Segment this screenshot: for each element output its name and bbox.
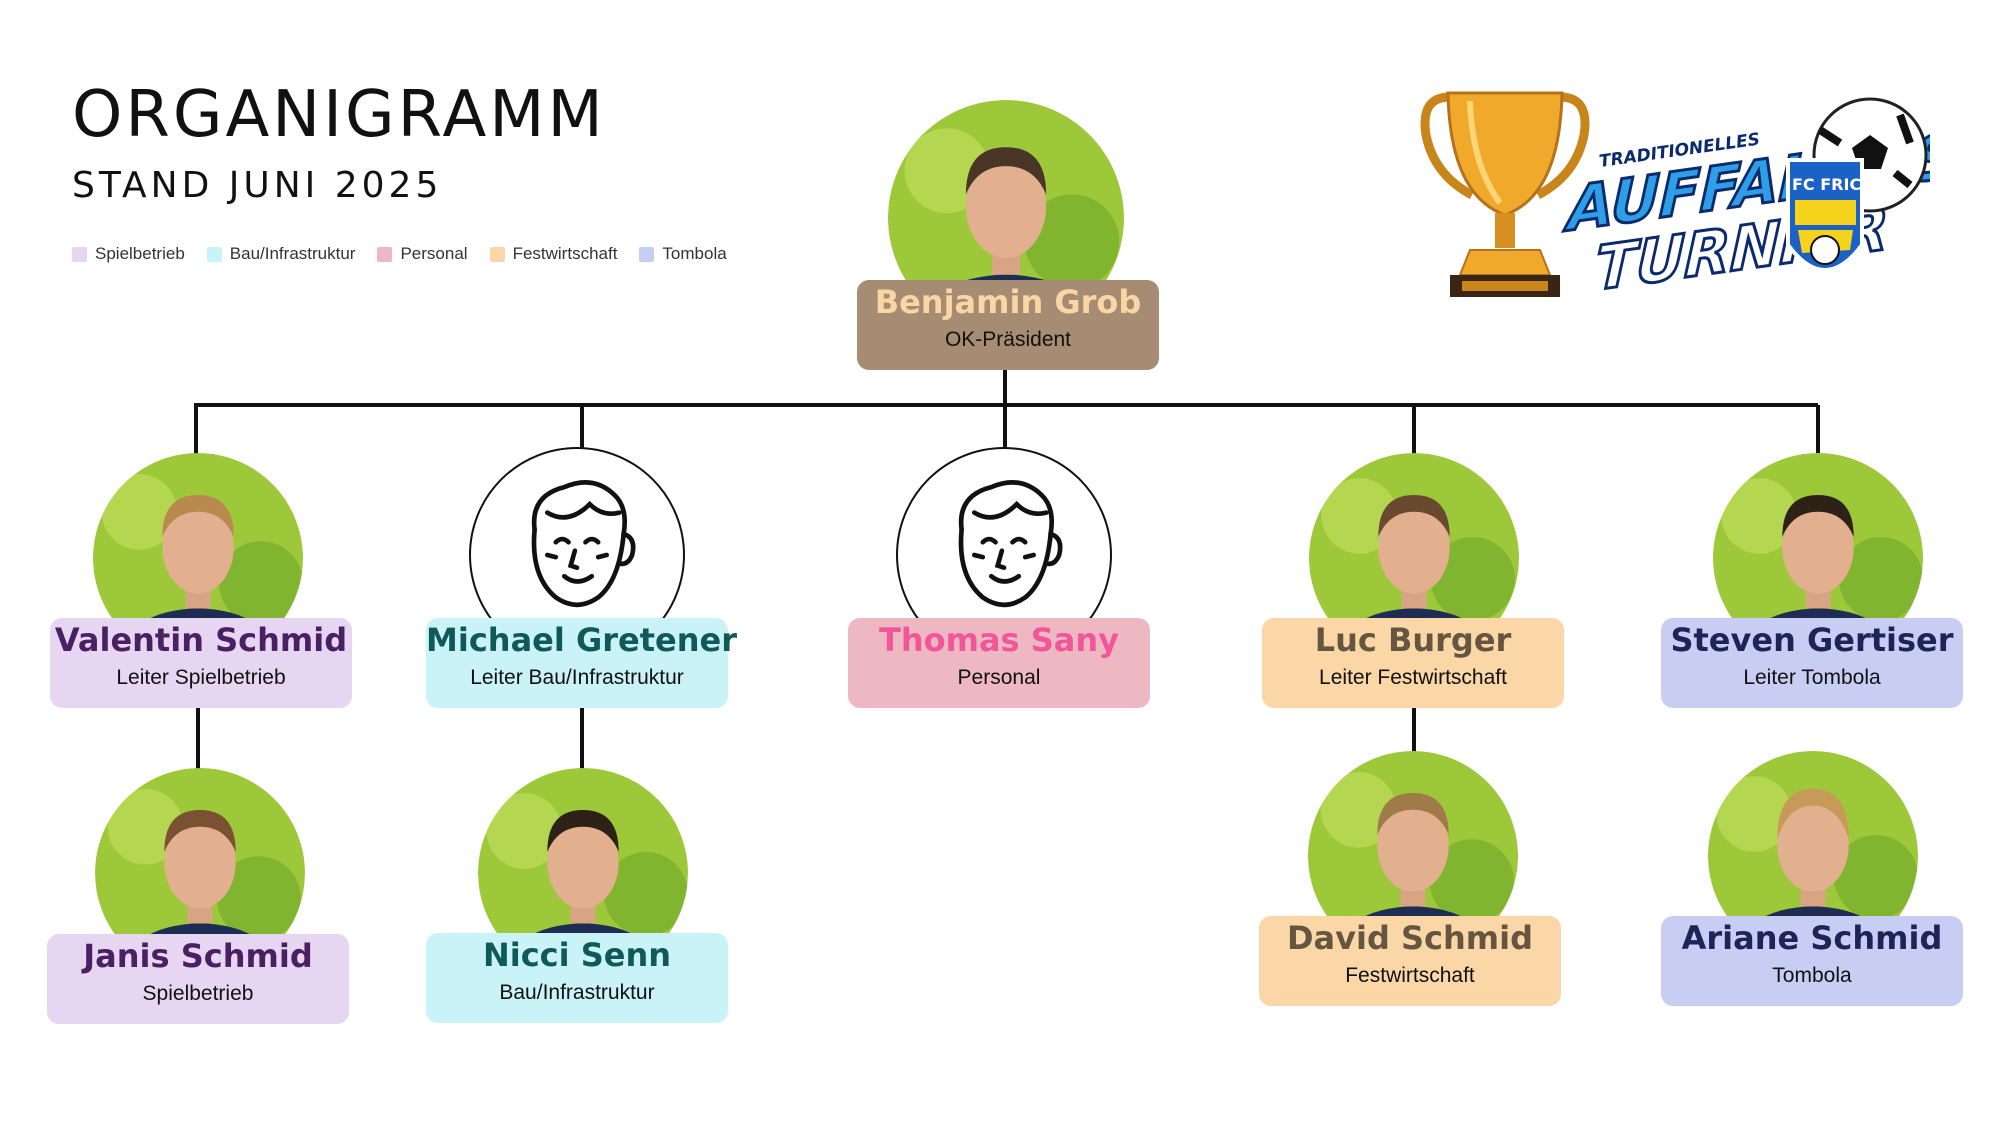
legend-label: Tombola [662,244,727,263]
card-role: Leiter Festwirtschaft [1319,666,1507,689]
card-name: Valentin Schmid [54,621,348,659]
card-name: Michael Gretener [426,621,737,659]
card-role: Leiter Spielbetrieb [116,666,286,689]
legend-label: Festwirtschaft [512,244,618,263]
legend-item-tombola: Tombola [639,244,727,264]
card-nicci-senn: Nicci Senn Bau/Infrastruktur [426,933,728,1023]
legend-swatch [72,246,87,262]
card-role: OK-Präsident [944,328,1072,351]
card-role: Spielbetrieb [142,982,254,1005]
legend-swatch [206,246,222,262]
card-name: Steven Gertiser [1670,621,1954,659]
legend: Spielbetrieb Bau/Infrastruktur Personal … [72,244,727,264]
legend-swatch [377,246,393,262]
club-crest-icon: FC FRICK [1786,158,1874,272]
card-role: Personal [957,666,1041,689]
logo-text-club: FC FRICK [1792,175,1874,194]
legend-item-personal: Personal [377,244,468,264]
card-name: Janis Schmid [83,937,313,975]
legend-label: Spielbetrieb [95,244,185,263]
card-david-schmid: David Schmid Festwirtschaft [1259,916,1561,1006]
card-role: Festwirtschaft [1345,964,1475,987]
legend-label: Personal [400,244,468,263]
legend-item-spielbetrieb: Spielbetrieb [72,244,185,264]
avatar-placeholder-icon [531,480,636,608]
card-role: Leiter Bau/Infrastruktur [470,666,684,689]
card-name: Luc Burger [1314,621,1512,659]
card-janis-schmid: Janis Schmid Spielbetrieb [47,934,349,1024]
card-luc-burger: Luc Burger Leiter Festwirtschaft [1262,618,1564,708]
legend-swatch [489,246,505,262]
legend-label: Bau/Infrastruktur [229,244,356,263]
card-name: Benjamin Grob [874,283,1142,321]
card-role: Leiter Tombola [1743,666,1881,689]
card-ariane-schmid: Ariane Schmid Tombola [1661,916,1963,1006]
page-title: ORGANIGRAMM [72,78,606,152]
legend-item-festwirtschaft: Festwirtschaft [489,244,618,264]
card-name: Ariane Schmid [1681,919,1943,957]
card-michael-gretener: Michael Gretener Leiter Bau/Infrastruktu… [426,618,737,708]
card-benjamin-grob: Benjamin Grob OK-Präsident [857,280,1159,370]
card-role: Tombola [1772,964,1852,987]
legend-swatch [639,246,655,262]
card-role: Bau/Infrastruktur [499,981,655,1004]
card-name: Nicci Senn [482,936,672,974]
card-thomas-sany: Thomas Sany Personal [848,618,1150,708]
legend-item-bau: Bau/Infrastruktur [206,244,356,264]
card-name: Thomas Sany [879,621,1119,659]
card-steven-gertiser: Steven Gertiser Leiter Tombola [1661,618,1963,708]
card-valentin-schmid: Valentin Schmid Leiter Spielbetrieb [50,618,352,708]
photo-luc-burger [1309,453,1519,663]
trophy-icon [1420,91,1590,297]
card-name: David Schmid [1286,919,1534,957]
tournament-logo: TRADITIONELLES AUFFAHRTS TURNIER FC FRIC… [1420,91,1930,307]
avatar-placeholder-icon [958,480,1063,608]
page-subtitle: STAND JUNI 2025 [72,165,443,206]
